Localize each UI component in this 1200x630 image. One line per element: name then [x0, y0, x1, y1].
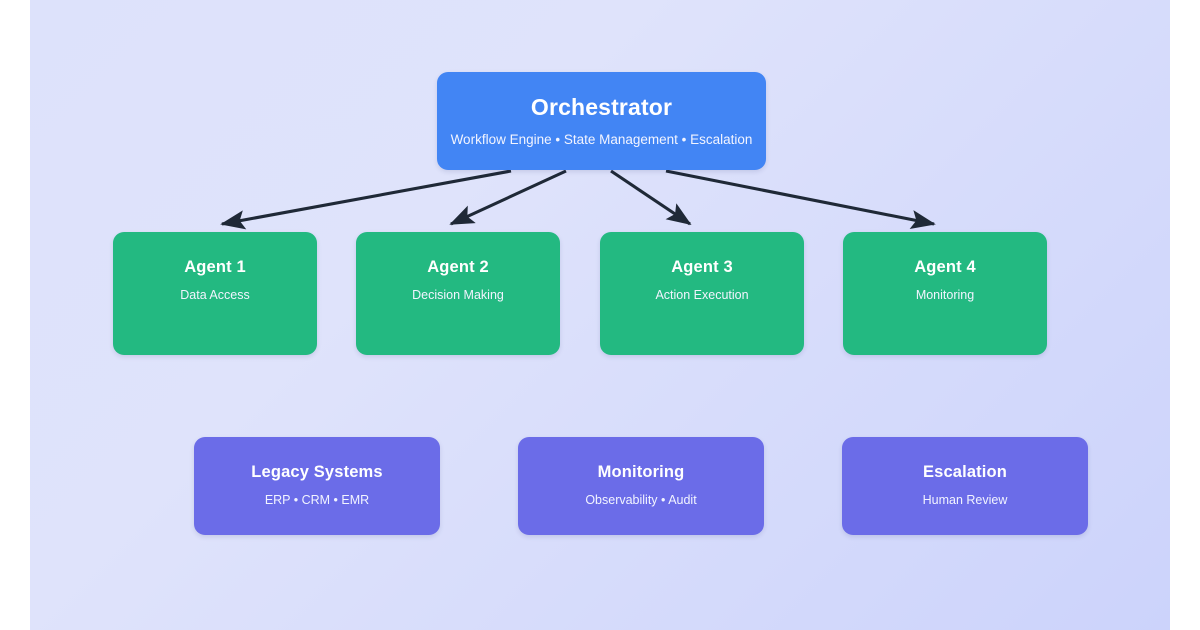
node-orchestrator[interactable]: Orchestrator Workflow Engine • State Man… [437, 72, 766, 170]
node-agent-4[interactable]: Agent 4 Monitoring [843, 232, 1047, 355]
node-agent-2[interactable]: Agent 2 Decision Making [356, 232, 560, 355]
node-orchestrator-subtitle: Workflow Engine • State Management • Esc… [450, 131, 753, 147]
node-agent-2-subtitle: Decision Making [412, 287, 504, 302]
node-agent-1[interactable]: Agent 1 Data Access [113, 232, 317, 355]
node-agent-1-title: Agent 1 [184, 258, 246, 276]
node-agent-3[interactable]: Agent 3 Action Execution [600, 232, 804, 355]
node-monitoring[interactable]: Monitoring Observability • Audit [518, 437, 764, 535]
node-agent-2-title: Agent 2 [427, 258, 489, 276]
node-escalation-title: Escalation [922, 463, 1008, 481]
node-legacy-systems[interactable]: Legacy Systems ERP • CRM • EMR [194, 437, 440, 535]
node-agent-3-subtitle: Action Execution [655, 287, 749, 302]
node-orchestrator-title: Orchestrator [530, 94, 673, 121]
node-escalation[interactable]: Escalation Human Review [842, 437, 1088, 535]
connector-orchestrator-agent-4 [665, 169, 936, 229]
connector-orchestrator-agent-1 [220, 169, 512, 230]
node-agent-4-subtitle: Monitoring [915, 287, 975, 302]
connector-orchestrator-agent-3 [610, 169, 692, 226]
node-agent-3-title: Agent 3 [671, 258, 733, 276]
node-legacy-systems-title: Legacy Systems [251, 463, 383, 481]
node-agent-4-title: Agent 4 [914, 258, 976, 276]
node-agent-1-subtitle: Data Access [180, 287, 250, 302]
node-escalation-subtitle: Human Review [922, 492, 1008, 507]
node-monitoring-subtitle: Observability • Audit [585, 492, 697, 507]
diagram-canvas: Orchestrator Workflow Engine • State Man… [30, 0, 1170, 630]
node-monitoring-title: Monitoring [597, 463, 685, 481]
connector-orchestrator-agent-2 [449, 169, 567, 226]
node-legacy-systems-subtitle: ERP • CRM • EMR [264, 492, 370, 507]
